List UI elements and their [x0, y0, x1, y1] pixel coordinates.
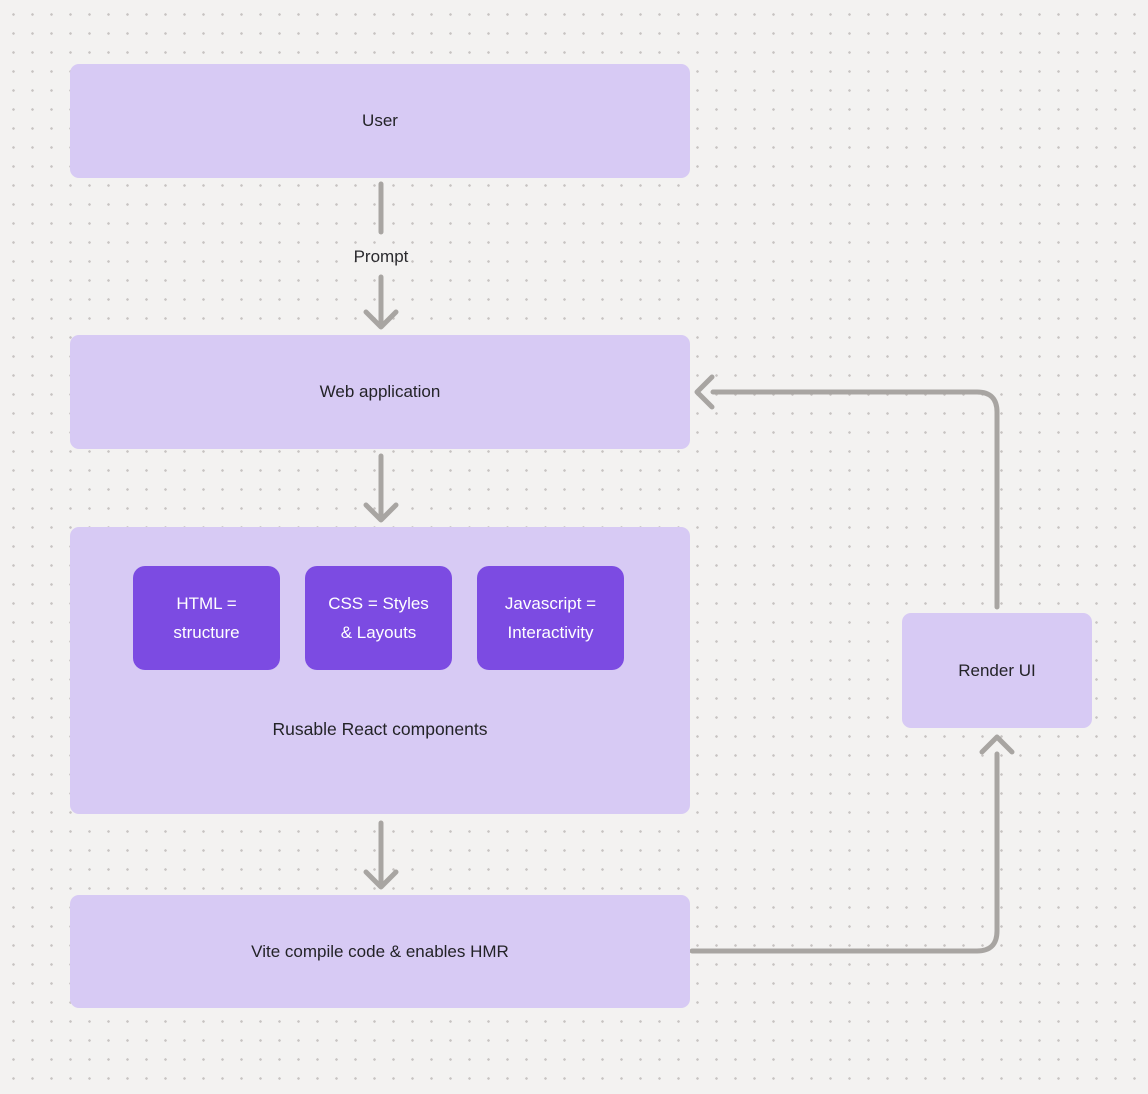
node-render-ui: Render UI — [902, 613, 1092, 728]
components-group-caption: Rusable React components — [272, 719, 488, 739]
edge-label-prompt: Prompt — [353, 247, 409, 266]
arrowhead-down-webapp-icon — [363, 309, 399, 330]
node-html: HTML = structure — [133, 566, 280, 670]
node-css: CSS = Styles & Layouts — [305, 566, 452, 670]
arrowhead-left-webapp-icon — [694, 374, 715, 410]
node-vite: Vite compile code & enables HMR — [70, 895, 690, 1008]
node-web-application-label: Web application — [319, 382, 441, 401]
arrowhead-up-render-icon — [979, 734, 1015, 755]
edge-vite-to-render-line — [689, 751, 1000, 954]
node-vite-label: Vite compile code & enables HMR — [251, 941, 509, 961]
node-user-label: User — [362, 111, 398, 130]
arrowhead-down-vite-icon — [363, 869, 399, 890]
arrowhead-down-components-icon — [363, 502, 399, 523]
node-user: User — [70, 64, 690, 178]
node-web-application: Web application — [70, 335, 690, 449]
edge-render-to-webapp-line — [710, 389, 1000, 610]
node-javascript: Javascript = Interactivity — [477, 566, 624, 670]
node-css-label: CSS = Styles & Layouts — [328, 594, 429, 642]
node-components-group: HTML = structure CSS = Styles & Layouts … — [70, 527, 690, 814]
node-javascript-label: Javascript = Interactivity — [504, 594, 597, 642]
node-html-label: HTML = structure — [173, 594, 240, 642]
node-render-ui-label: Render UI — [958, 660, 1036, 680]
